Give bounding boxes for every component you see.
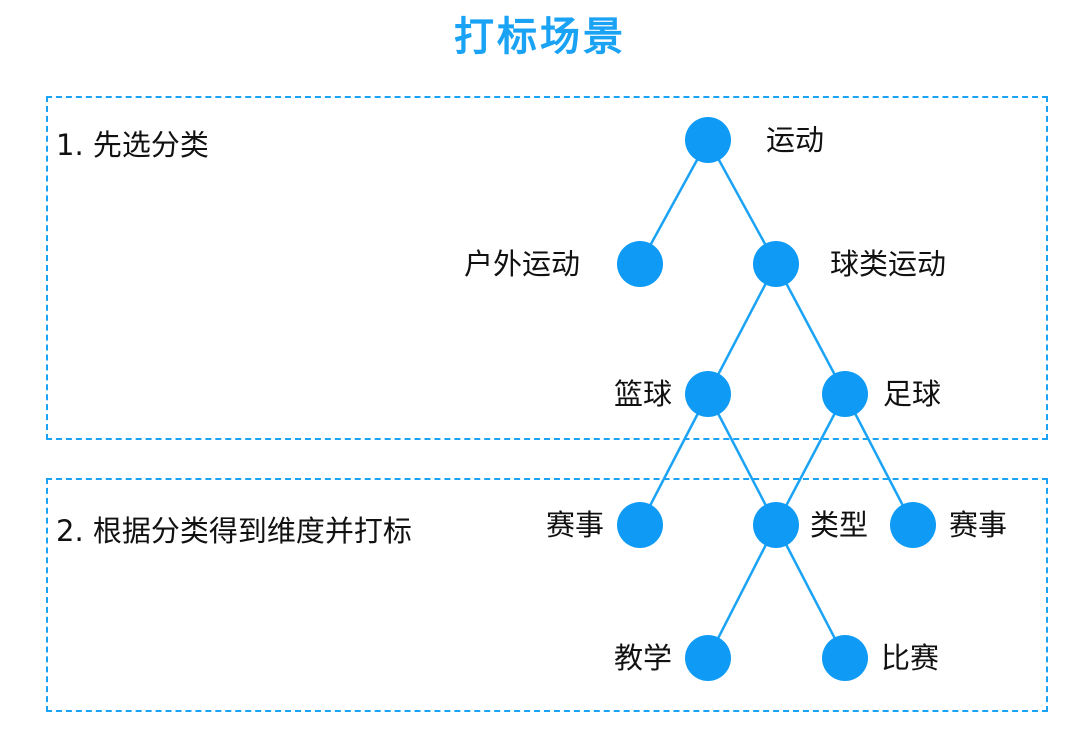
tree-node-match	[822, 635, 868, 681]
tree-node-football	[822, 371, 868, 417]
tree-edge-type-match	[774, 524, 847, 659]
tree-node-label-type: 类型	[810, 508, 868, 542]
tree-edge-ball-football	[774, 263, 847, 395]
tree-edge-basketball-type	[706, 393, 778, 526]
tree-node-label-outdoor: 户外运动	[464, 247, 580, 281]
category-selection-box	[46, 96, 1048, 440]
tree-node-label-match: 比赛	[881, 641, 939, 675]
tree-node-type	[753, 502, 799, 548]
tree-edge-football-type	[774, 393, 847, 526]
tree-node-label-sports: 运动	[766, 123, 824, 157]
tree-edge-sports-outdoor	[638, 139, 710, 265]
tree-edge-sports-ball	[706, 139, 778, 265]
tree-edge-type-teaching	[706, 524, 778, 659]
dimension-tagging-box	[46, 478, 1048, 712]
tree-node-ball	[753, 241, 799, 287]
tree-node-label-ball: 球类运动	[830, 247, 946, 281]
tree-node-label-event-right: 赛事	[949, 508, 1007, 542]
tree-node-label-teaching: 教学	[614, 641, 672, 675]
step-1-label: 1. 先选分类	[56, 128, 209, 162]
tree-edge-basketball-event_left	[638, 393, 710, 526]
tree-node-teaching	[685, 635, 731, 681]
tree-node-label-football: 足球	[883, 377, 941, 411]
tree-node-event-right	[890, 502, 936, 548]
tree-edge-football-event_right	[843, 393, 915, 526]
tree-node-label-basketball: 篮球	[614, 377, 672, 411]
page-title: 打标场景	[454, 14, 626, 60]
tree-node-label-event-left: 赛事	[546, 508, 604, 542]
tree-node-event-left	[617, 502, 663, 548]
tree-node-basketball	[685, 371, 731, 417]
tree-node-sports	[685, 117, 731, 163]
tree-edge-ball-basketball	[706, 263, 778, 395]
tree-node-outdoor	[617, 241, 663, 287]
step-2-label: 2. 根据分类得到维度并打标	[56, 514, 412, 548]
